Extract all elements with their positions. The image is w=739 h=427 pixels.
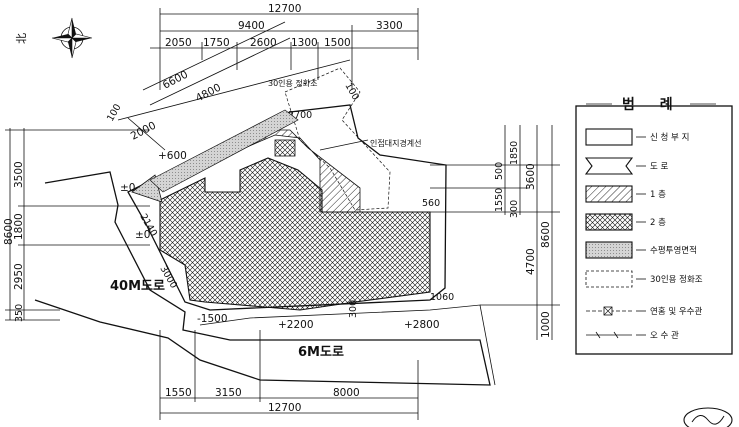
dim-right-500: 500 xyxy=(494,162,505,180)
stamp-mark xyxy=(683,407,733,427)
left-dimension-lines xyxy=(5,128,150,321)
site-boundary xyxy=(127,104,447,311)
legend-swatch-road xyxy=(584,157,634,175)
dim-560: 560 xyxy=(422,198,440,209)
legend-label-rain-pipe: 연홈 및 우수관 xyxy=(650,306,703,317)
dim-inner-12700: 12700 xyxy=(282,110,312,121)
legend-swatch-floor1 xyxy=(585,185,633,203)
legend: 범 례 신 청 부 지 도 로 1 층 2 xyxy=(575,97,733,355)
legend-swatch-site xyxy=(585,128,633,146)
legend-title: 범 례 xyxy=(622,97,683,113)
dim-right-1550: 1550 xyxy=(494,188,505,212)
dim-right-3600: 3600 xyxy=(525,163,537,190)
level-plus2800: +2800 xyxy=(404,319,440,331)
road-6m-label: 6M도로 xyxy=(298,345,344,360)
dim-top-9400: 9400 xyxy=(238,20,265,32)
dim-right-1000: 1000 xyxy=(540,311,552,338)
legend-leaders xyxy=(636,136,646,336)
legend-label-floor1: 1 층 xyxy=(650,190,666,200)
dim-right-300: 300 xyxy=(509,200,520,218)
legend-swatch-sewer xyxy=(586,331,632,339)
septic-tank-area xyxy=(284,67,391,211)
dim-right-4700: 4700 xyxy=(525,248,537,275)
dim-diag-100b: 100 xyxy=(342,81,361,102)
legend-label-floor2: 2 층 xyxy=(650,218,666,228)
road-6m-edge xyxy=(199,304,496,386)
dim-300: 300 xyxy=(348,300,359,318)
small-room-hatch xyxy=(274,139,296,157)
compass-rose xyxy=(51,17,93,59)
dim-left-2950: 2950 xyxy=(13,263,25,290)
dim-left-350: 350 xyxy=(14,304,25,322)
legend-label-road: 도 로 xyxy=(650,162,669,172)
level-zero-a: ±0 xyxy=(120,182,135,194)
dim-diag-4800: 4800 xyxy=(194,82,223,105)
floor2-area xyxy=(159,157,431,311)
dim-top-1300: 1300 xyxy=(291,37,318,49)
diagonal-dimension-lines xyxy=(117,21,351,151)
septic-tank-label: 30인용 정화조 xyxy=(268,78,318,88)
top-dimension-lines xyxy=(150,8,419,90)
dim-1060: 1060 xyxy=(430,292,454,303)
dim-left-1800: 1800 xyxy=(13,213,25,240)
dim-right-1850: 1850 xyxy=(509,141,520,165)
bottom-dimension-lines xyxy=(159,330,419,420)
north-label: 北 xyxy=(15,33,28,44)
dim-bottom-total: 12700 xyxy=(268,402,301,414)
legend-swatch-rain-pipe xyxy=(586,306,632,316)
dim-top-3300: 3300 xyxy=(376,20,403,32)
road-40m-label: 40M도로 xyxy=(110,279,165,294)
dim-left-3500: 3500 xyxy=(13,161,25,188)
dim-top-1750: 1750 xyxy=(203,37,230,49)
legend-swatch-projection xyxy=(585,241,633,259)
adjacent-boundary-label: 인접대지경계선 xyxy=(370,138,422,148)
dim-top-2050: 2050 xyxy=(165,37,192,49)
dim-left-total: 8600 xyxy=(3,218,15,245)
dim-bottom-1550: 1550 xyxy=(165,387,192,399)
dim-top-1500: 1500 xyxy=(324,37,351,49)
dim-top-total: 12700 xyxy=(268,3,301,15)
legend-label-septic: 30인용 정화조 xyxy=(650,274,703,285)
level-plus2200: +2200 xyxy=(278,319,314,331)
dim-bottom-3150: 3150 xyxy=(215,387,242,399)
level-zero-b: ±0 xyxy=(135,229,150,241)
dim-right-total: 8600 xyxy=(540,221,552,248)
right-dimension-lines xyxy=(430,125,560,340)
legend-swatch-septic xyxy=(585,270,633,288)
level-plus600: +600 xyxy=(158,150,187,162)
legend-swatch-floor2 xyxy=(585,213,633,231)
dim-top-2600: 2600 xyxy=(250,37,277,49)
level-minus1500: -1500 xyxy=(197,313,228,325)
legend-label-sewer: 오 수 관 xyxy=(650,330,679,341)
legend-label-projection: 수평투영면적 xyxy=(650,245,697,256)
dim-diag-100: 100 xyxy=(105,102,124,123)
canopy-strip xyxy=(149,109,299,193)
dim-bottom-8000: 8000 xyxy=(333,387,360,399)
road-40m-edge xyxy=(34,171,491,386)
legend-label-site: 신 청 부 지 xyxy=(650,133,689,143)
